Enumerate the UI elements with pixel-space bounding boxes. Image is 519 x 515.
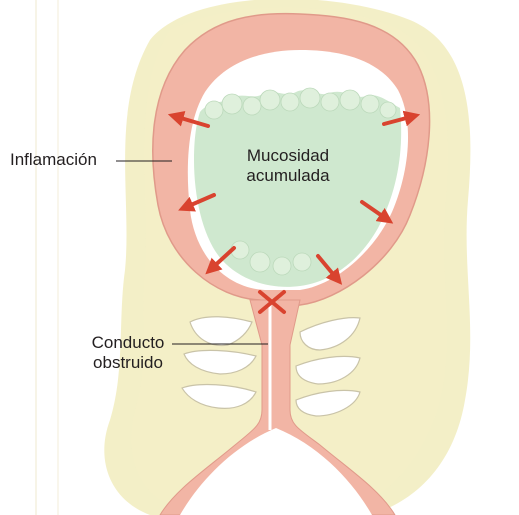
arrow-icon xyxy=(178,193,216,212)
bone-shape xyxy=(295,389,361,417)
duct-wall xyxy=(159,299,396,515)
bone-right xyxy=(295,317,361,417)
arrow-icon xyxy=(360,200,394,224)
arrow-icon xyxy=(316,254,343,285)
bone-shape xyxy=(183,349,257,375)
bone-shape xyxy=(299,317,361,351)
mucus-mass xyxy=(194,90,402,287)
arrow-icon xyxy=(382,110,421,127)
inflammation-label: Inflamación xyxy=(10,150,97,169)
mucus-label-line2: acumulada xyxy=(246,166,330,185)
bone-shape xyxy=(181,383,257,409)
duct-label-line2: obstruido xyxy=(93,353,163,372)
mucus-bubbles xyxy=(204,87,397,276)
bone-shape xyxy=(189,316,253,347)
duct-label: Conducto obstruido xyxy=(76,333,180,373)
bone-shape xyxy=(295,355,361,385)
x-mark-icon xyxy=(258,290,286,314)
mucus-label: Mucosidad acumulada xyxy=(228,146,348,186)
bone-left xyxy=(181,316,257,409)
duct-label-line1: Conducto xyxy=(91,333,165,352)
pressure-arrows xyxy=(167,110,421,285)
lower-cavity xyxy=(180,428,372,515)
arrow-icon xyxy=(205,246,236,275)
arrow-icon xyxy=(167,111,210,128)
mucus-label-line1: Mucosidad xyxy=(246,146,330,165)
